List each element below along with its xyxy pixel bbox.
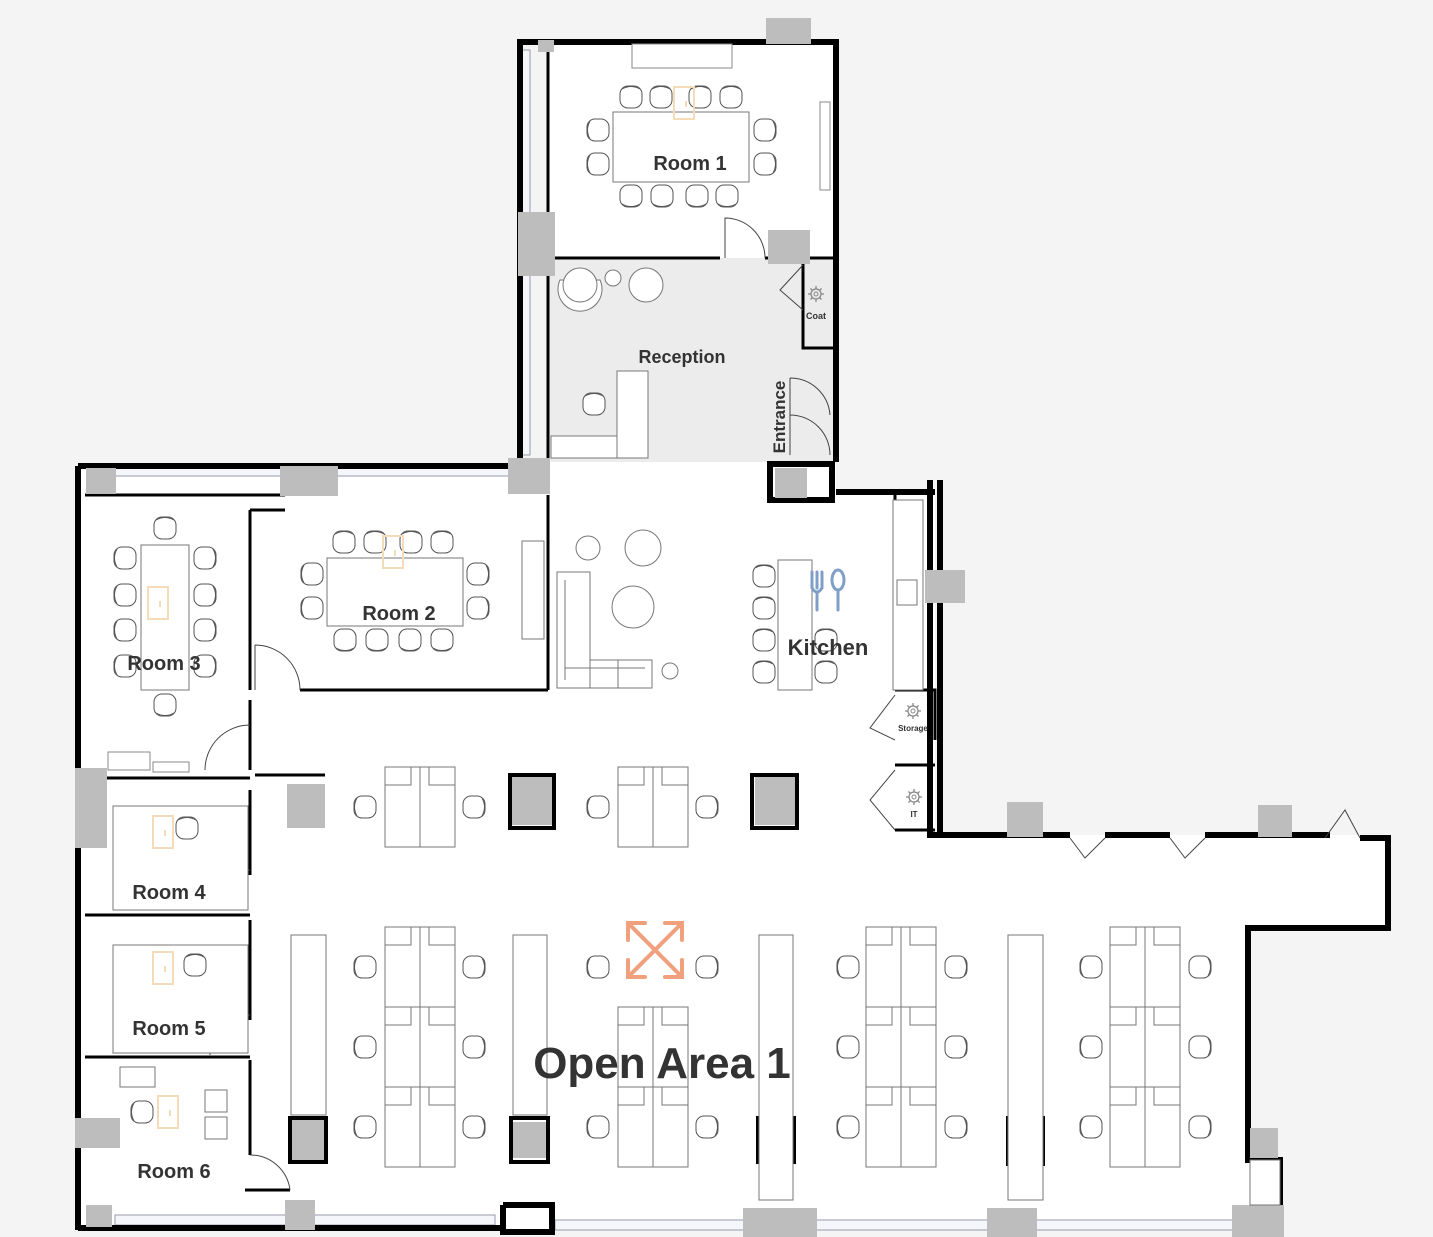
room-3-label: Room 3 xyxy=(127,653,200,675)
entrance-label: Entrance xyxy=(770,381,789,454)
open-area-desks xyxy=(290,766,1281,1206)
reception-furniture xyxy=(550,267,664,459)
it-label: IT xyxy=(910,810,917,819)
small-rooms-furniture xyxy=(112,805,249,1140)
lounge-furniture xyxy=(521,529,679,689)
room-1-label: Room 1 xyxy=(653,153,726,175)
reception-label: Reception xyxy=(638,347,725,367)
room-2-furniture xyxy=(300,530,490,652)
kitchen-label: Kitchen xyxy=(788,635,869,660)
kitchen-furniture xyxy=(752,499,924,691)
open-area-label: Open Area 1 xyxy=(533,1039,791,1088)
room-5-label: Room 5 xyxy=(132,1018,205,1040)
storage-label: Storage xyxy=(898,724,928,733)
room-4-label: Room 4 xyxy=(132,882,206,904)
room-2-label: Room 2 xyxy=(362,603,435,625)
coat-label: Coat xyxy=(806,311,826,321)
fork-spoon-icon xyxy=(810,568,846,612)
room-6-label: Room 6 xyxy=(137,1161,210,1183)
expand-arrows-icon xyxy=(626,921,684,979)
room-1-furniture xyxy=(586,43,831,208)
